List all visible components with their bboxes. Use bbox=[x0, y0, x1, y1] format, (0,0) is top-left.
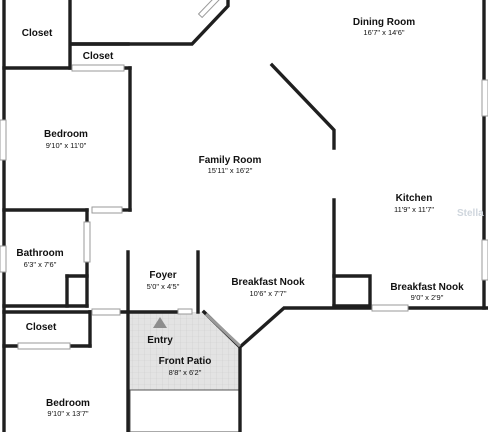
watermark: Stella bbox=[457, 208, 484, 219]
room-name-bathroom: Bathroom bbox=[16, 248, 63, 259]
room-name-closet-mid: Closet bbox=[83, 51, 114, 62]
triangle-up-icon bbox=[153, 317, 167, 328]
windows bbox=[0, 0, 488, 350]
room-name-family: Family Room bbox=[199, 155, 262, 166]
room-size-front-patio: 8'8" x 6'2" bbox=[169, 368, 202, 377]
room-size-bedroom-top: 9'10" x 11'0" bbox=[46, 141, 87, 150]
room-size-breakfast-nook-center: 10'6" x 7'7" bbox=[250, 289, 287, 298]
room-size-dining: 16'7" x 14'6" bbox=[363, 28, 404, 37]
room-name-breakfast-nook-center: Breakfast Nook bbox=[231, 277, 305, 288]
room-name-foyer: Foyer bbox=[149, 270, 176, 281]
room-size-bedroom-bottom: 9'10" x 13'7" bbox=[47, 409, 88, 418]
room-size-kitchen: 11'9" x 11'7" bbox=[394, 205, 434, 214]
room-name-bedroom-bottom: Bedroom bbox=[46, 398, 90, 409]
room-size-bathroom: 6'3" x 7'6" bbox=[24, 260, 57, 269]
room-name-closet-top: Closet bbox=[22, 28, 53, 39]
room-name-front-patio: Front Patio bbox=[159, 356, 212, 367]
room-name-bedroom-top: Bedroom bbox=[44, 129, 88, 140]
room-name-entry: Entry bbox=[147, 335, 173, 346]
room-size-family: 15'11" x 16'2" bbox=[208, 166, 253, 175]
room-name-kitchen: Kitchen bbox=[396, 193, 433, 204]
room-name-closet-bottom: Closet bbox=[26, 322, 57, 333]
room-size-breakfast-nook-right: 9'0" x 2'9" bbox=[411, 293, 444, 302]
room-name-breakfast-nook-right: Breakfast Nook bbox=[390, 282, 464, 293]
room-name-dining: Dining Room bbox=[353, 17, 415, 28]
room-size-foyer: 5'0" x 4'5" bbox=[147, 282, 180, 291]
